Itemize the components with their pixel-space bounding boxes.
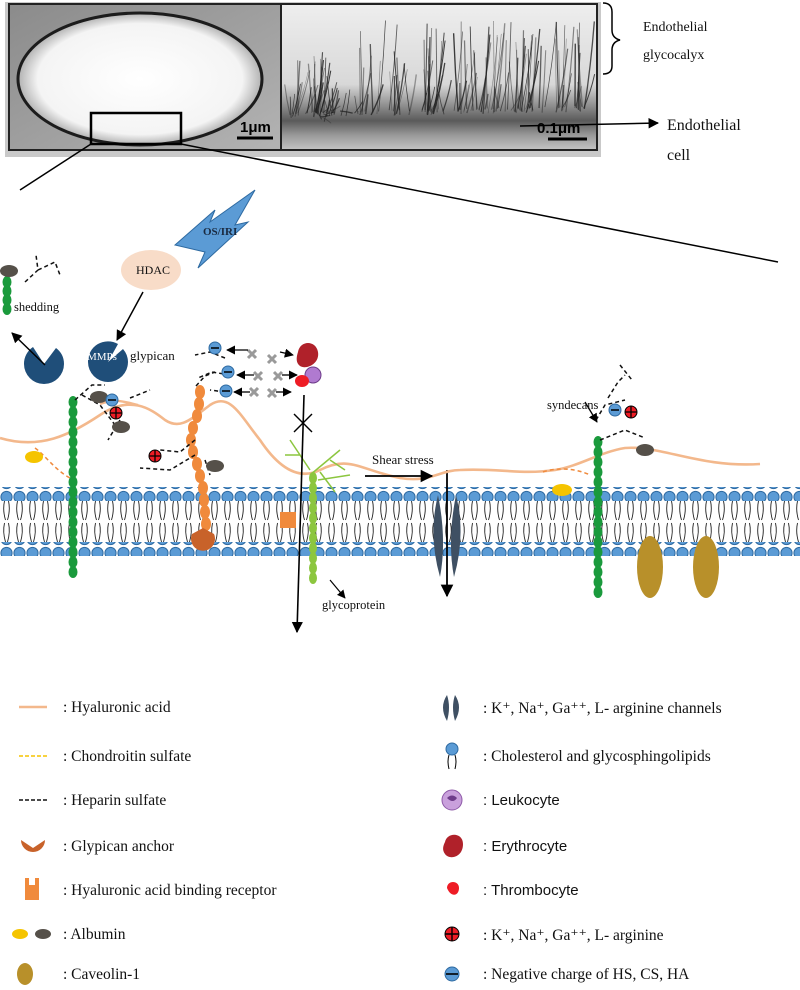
micrograph-panel: 1μm 0.1μm bbox=[5, 2, 601, 157]
hyaluronic-receptor-icon bbox=[25, 878, 39, 900]
leukocyte-icon bbox=[441, 789, 463, 811]
label-glypican: glypican bbox=[130, 348, 175, 363]
glycoprotein-branches bbox=[285, 439, 351, 493]
mini-arrows bbox=[226, 345, 298, 397]
cholesterol-lipid-icon bbox=[445, 742, 459, 770]
blocked-mark bbox=[293, 413, 313, 433]
label-syndecans: syndecans bbox=[547, 398, 599, 412]
membrane-heads-bottom bbox=[0, 542, 800, 556]
label-glycocalyx-1: Endothelial bbox=[643, 20, 708, 35]
label-shedding: shedding bbox=[14, 300, 60, 314]
thrombocyte bbox=[295, 375, 309, 387]
legend-label: : Leukocyte bbox=[483, 792, 560, 809]
zoom-line-right bbox=[180, 143, 779, 263]
label-shear-stress: Shear stress bbox=[372, 452, 434, 467]
legend-label: : Hyaluronic acid binding receptor bbox=[63, 882, 277, 899]
glycoprotein bbox=[309, 472, 317, 584]
label-glycocalyx-2: glycocalyx bbox=[643, 48, 704, 63]
glycocalyx-fibers bbox=[284, 20, 596, 124]
label-os-iri: OS/IRI bbox=[203, 226, 237, 238]
label-cell-2: cell bbox=[667, 147, 691, 164]
ion-channel bbox=[433, 470, 461, 598]
legend-label: : K⁺, Na⁺, Ga⁺⁺, L- arginine channels bbox=[483, 700, 722, 717]
zoom-box bbox=[89, 111, 183, 146]
chondroitin-right bbox=[542, 468, 591, 476]
thrombocyte-icon bbox=[447, 882, 459, 895]
legend-label: : Thrombocyte bbox=[483, 882, 579, 899]
glycocalyx-brace bbox=[602, 2, 621, 75]
permeability-arrow bbox=[291, 394, 305, 634]
glypican-anchor bbox=[191, 528, 215, 551]
label-cell-1: Endothelial bbox=[667, 117, 741, 134]
caveolin-1 bbox=[637, 536, 663, 598]
glycoprotein-arrow bbox=[329, 579, 346, 599]
positive-ion-icon bbox=[444, 926, 460, 942]
negative-charges bbox=[105, 341, 622, 417]
hdac-to-mmps-arrow bbox=[116, 291, 144, 341]
legend: : Hyaluronic acid : Chondroitin sulfate … bbox=[0, 680, 800, 985]
ha-receptor-base bbox=[280, 512, 296, 528]
legend-label: : Cholesterol and glycosphingolipids bbox=[483, 748, 711, 765]
albumin-yellow-left bbox=[25, 451, 43, 463]
mmps-to-shedding-arrow bbox=[11, 332, 46, 366]
label-hdac: HDAC bbox=[136, 263, 170, 277]
hyaluronic-receptor bbox=[186, 385, 211, 531]
glypican-anchor-icon bbox=[21, 840, 45, 852]
erythrocyte bbox=[296, 343, 319, 368]
leukocyte bbox=[304, 366, 322, 384]
membrane-heads-top bbox=[0, 487, 800, 501]
legend-label: : Albumin bbox=[63, 926, 126, 943]
lipid-bilayer bbox=[0, 487, 800, 556]
positive-ions bbox=[109, 405, 638, 463]
blocked-crosses bbox=[246, 348, 284, 399]
ion-channel-icon bbox=[443, 695, 459, 721]
syndecan-left bbox=[68, 396, 78, 578]
erythrocyte-icon bbox=[443, 834, 463, 858]
legend-label: : Heparin sulfate bbox=[63, 792, 167, 809]
syndecan-label-arrow bbox=[584, 401, 598, 423]
legend-label: : Negative charge of HS, CS, HA bbox=[483, 966, 690, 983]
syndecan-right bbox=[593, 436, 603, 598]
legend-label: : Caveolin-1 bbox=[63, 966, 141, 983]
legend-label: : Hyaluronic acid bbox=[63, 699, 171, 716]
cell-arrow bbox=[519, 117, 660, 129]
label-glycoprotein: glycoprotein bbox=[322, 598, 386, 612]
hdac-node bbox=[121, 250, 181, 290]
zoom-line-left bbox=[19, 143, 92, 191]
chondroitin-left bbox=[34, 447, 71, 479]
legend-label: : Glypican anchor bbox=[63, 838, 175, 855]
os-iri-bolt bbox=[173, 189, 256, 269]
albumin-grey-group bbox=[0, 265, 654, 472]
albumin-yellow-right bbox=[552, 484, 572, 496]
mmps-icon-left bbox=[23, 347, 65, 384]
vessel-lumen bbox=[16, 11, 264, 147]
negative-charge-icon bbox=[444, 966, 460, 982]
hyaluronic-acid-branch bbox=[99, 399, 139, 407]
label-mmps-left: MMPs bbox=[28, 384, 58, 396]
caveolin-2 bbox=[693, 536, 719, 598]
label-mmps-mid: MMPs bbox=[87, 351, 117, 363]
albumin-icon bbox=[12, 929, 51, 939]
caveolin-icon bbox=[17, 963, 33, 985]
legend-label: : K⁺, Na⁺, Ga⁺⁺, L- arginine bbox=[483, 927, 664, 944]
lipid-tails bbox=[3, 500, 799, 543]
legend-label: : Chondroitin sulfate bbox=[63, 748, 192, 765]
syndecan-shed bbox=[2, 276, 12, 315]
hyaluronic-acid-line bbox=[19, 705, 47, 709]
scale-label-left: 1μm bbox=[240, 119, 271, 136]
heparin-sulfate-line bbox=[19, 799, 47, 801]
scale-label-right: 0.1μm bbox=[537, 120, 580, 137]
legend-label: : Erythrocyte bbox=[483, 838, 568, 855]
chondroitin-sulfate-line bbox=[19, 755, 47, 757]
mmps-icon-mid bbox=[87, 341, 128, 382]
hyaluronic-acid-strand bbox=[0, 400, 761, 481]
